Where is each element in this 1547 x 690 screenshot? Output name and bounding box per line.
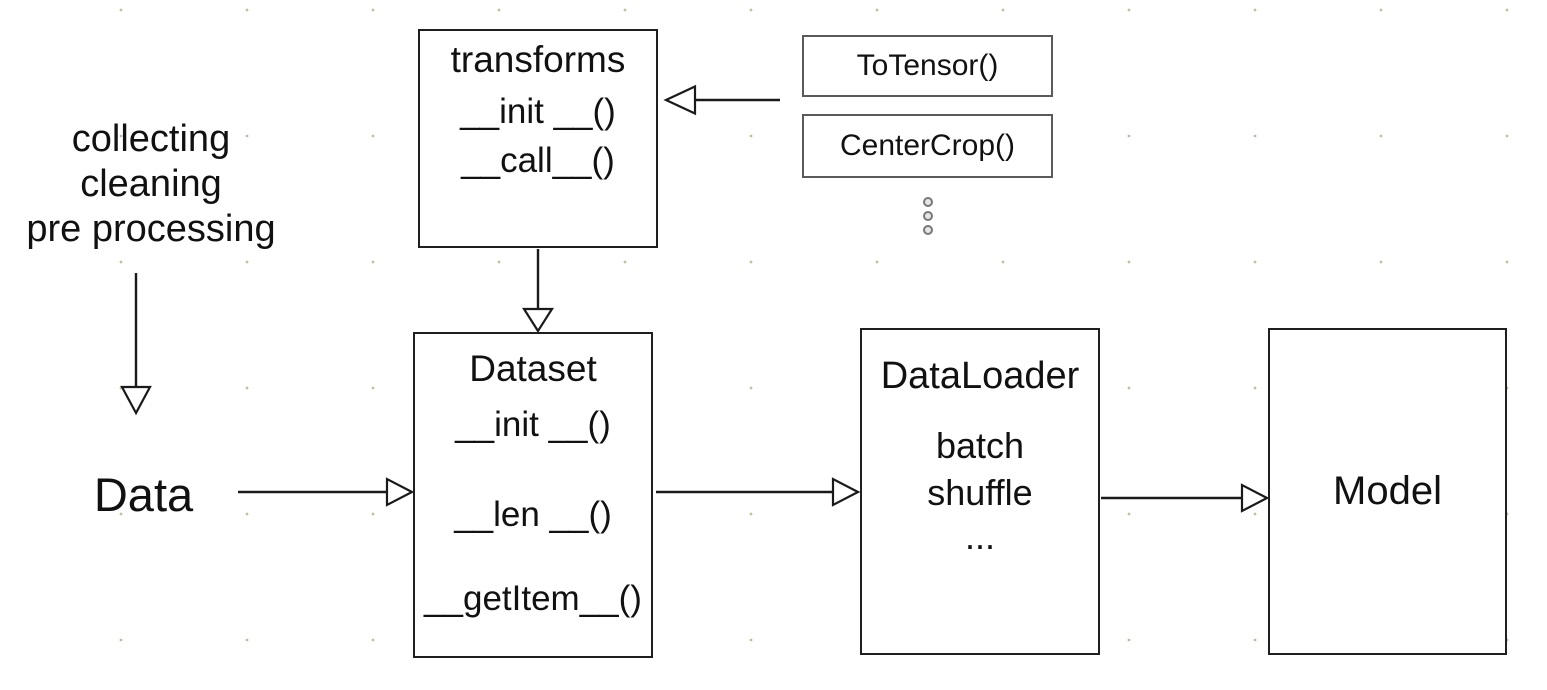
arrow-dataloader-to-model bbox=[1101, 483, 1270, 513]
totensor-label: ToTensor() bbox=[856, 49, 999, 82]
transforms-box: transforms __init __() __call__() bbox=[418, 29, 658, 248]
model-box: Model bbox=[1268, 328, 1507, 655]
preprocess-step-preprocessing: pre processing bbox=[26, 208, 276, 250]
arrowhead-down-icon bbox=[521, 307, 555, 334]
ellipsis-dot-icon bbox=[923, 225, 933, 235]
dataloader-box-title: DataLoader bbox=[880, 355, 1080, 397]
dataset-method-getitem: __getItem__() bbox=[424, 579, 642, 618]
dataloader-param-ellipsis: ... bbox=[964, 516, 995, 557]
dataset-box: Dataset __init __() __len __() __getItem… bbox=[413, 332, 653, 658]
transforms-box-title: transforms bbox=[450, 39, 626, 80]
ellipsis-dot-icon bbox=[923, 211, 933, 221]
arrow-transforms-to-dataset bbox=[521, 249, 555, 334]
dataset-method-len: __len __() bbox=[454, 495, 612, 534]
preprocess-steps-label: collecting cleaning pre processing bbox=[3, 117, 299, 252]
arrowhead-right-icon bbox=[1240, 483, 1270, 513]
arrowhead-right-icon bbox=[831, 477, 861, 507]
dataset-box-title: Dataset bbox=[469, 348, 597, 389]
transforms-method-init: __init __() bbox=[460, 92, 616, 131]
arrow-examples-to-transforms bbox=[663, 84, 780, 116]
dataloader-param-shuffle: shuffle bbox=[927, 472, 1033, 513]
more-transforms-ellipsis-icon bbox=[923, 197, 933, 235]
arrowhead-left-icon bbox=[663, 84, 697, 116]
preprocess-step-collecting: collecting bbox=[71, 118, 231, 160]
dataset-method-init: __init __() bbox=[455, 405, 611, 444]
totensor-box: ToTensor() bbox=[802, 35, 1053, 97]
centercrop-box: CenterCrop() bbox=[802, 114, 1053, 178]
arrow-dataset-to-dataloader bbox=[656, 477, 861, 507]
arrow-data-to-dataset bbox=[238, 477, 415, 507]
ellipsis-dot-icon bbox=[923, 197, 933, 207]
preprocess-step-cleaning: cleaning bbox=[80, 163, 222, 205]
arrowhead-down-icon bbox=[120, 385, 152, 416]
dataloader-box: DataLoader batch shuffle ... bbox=[860, 328, 1100, 655]
dataloader-param-batch: batch bbox=[935, 425, 1025, 466]
model-box-title: Model bbox=[1333, 469, 1442, 513]
centercrop-label: CenterCrop() bbox=[839, 129, 1016, 162]
data-node-label: Data bbox=[93, 468, 194, 521]
arrowhead-right-icon bbox=[385, 477, 415, 507]
transforms-method-call: __call__() bbox=[461, 141, 615, 180]
arrow-preprocess-to-data bbox=[120, 273, 152, 416]
